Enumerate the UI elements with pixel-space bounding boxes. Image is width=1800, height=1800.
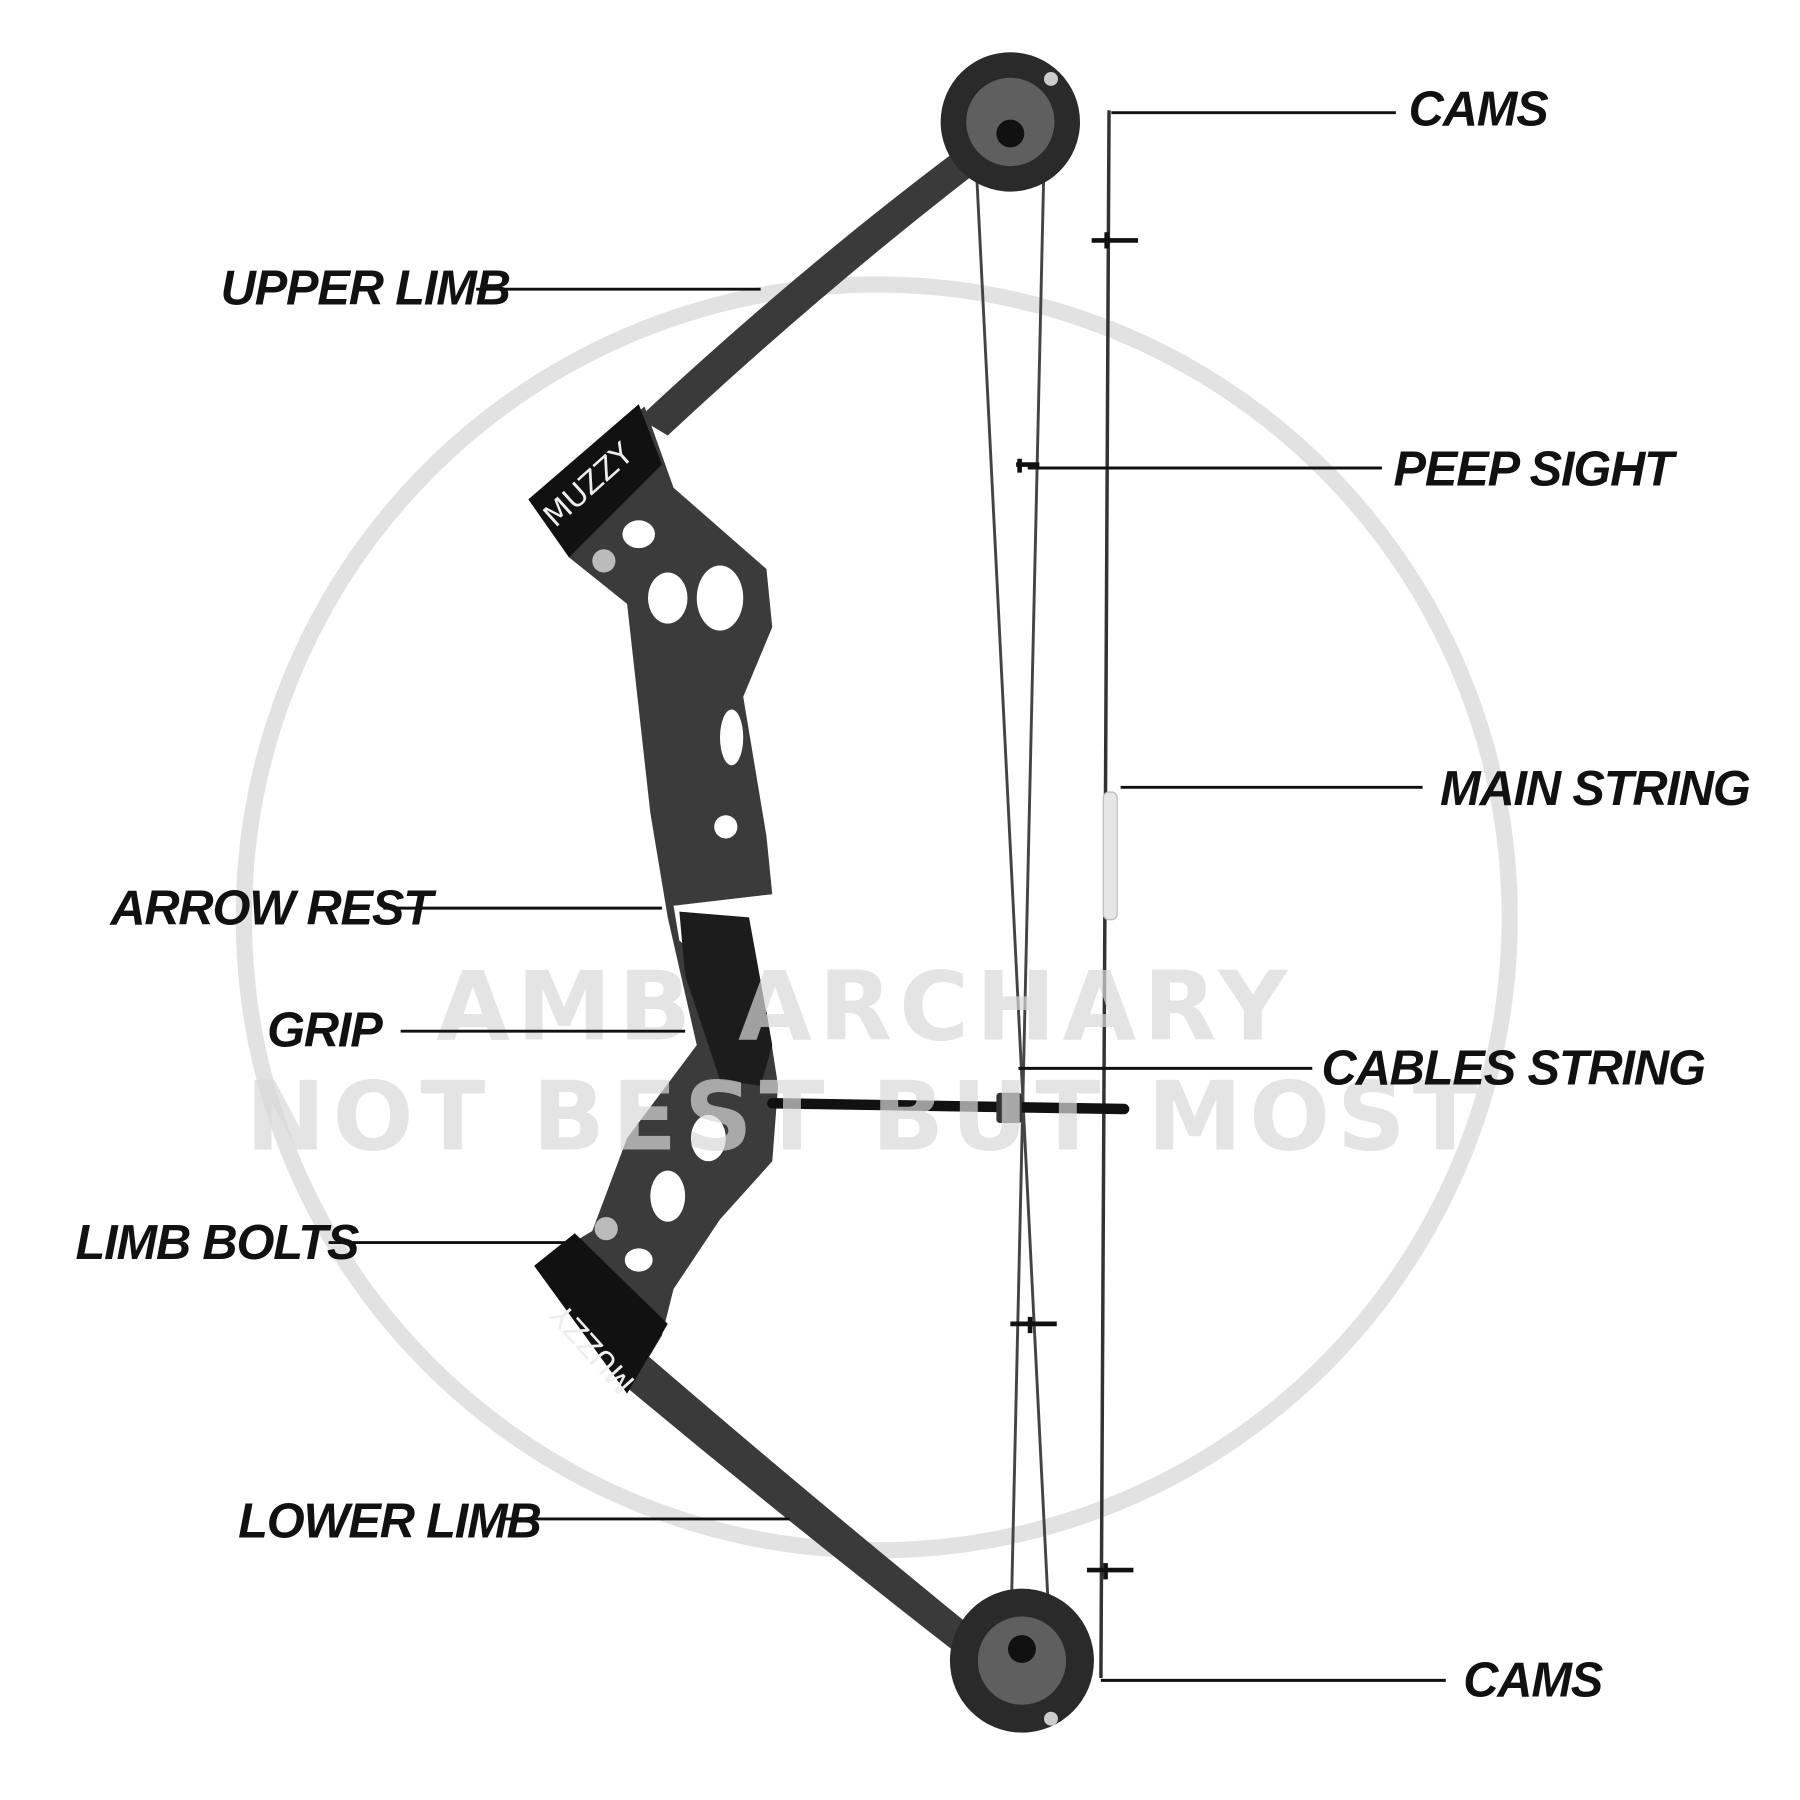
label-cams-bottom: CAMS — [1463, 1654, 1604, 1708]
string-silencer — [1102, 791, 1118, 921]
lower-limb — [627, 1352, 999, 1673]
peep-sight — [1016, 458, 1040, 473]
label-cams-top: CAMS — [1409, 82, 1550, 136]
string-stop-bottom — [1086, 1563, 1134, 1580]
string-stop-mid — [1010, 1316, 1057, 1334]
label-lower-limb: LOWER LIMB — [238, 1495, 541, 1549]
cam-top — [940, 52, 1080, 192]
upper-limb — [638, 127, 1005, 436]
label-grip: GRIP — [267, 1003, 383, 1057]
cable-string-1 — [1008, 110, 1047, 1655]
callout-cables-string: CABLES STRING — [1018, 1042, 1706, 1096]
label-arrow-rest: ARROW REST — [109, 881, 437, 935]
watermark-circle — [235, 276, 1518, 1559]
callout-main-string: MAIN STRING — [1120, 762, 1751, 816]
callout-grip: GRIP — [267, 1003, 686, 1057]
callout-cams-top: CAMS — [1111, 82, 1550, 136]
callout-lower-limb: LOWER LIMB — [238, 1495, 790, 1549]
callout-peep-sight: PEEP SIGHT — [1027, 442, 1679, 496]
watermark-line1: AMB ARCHARY — [436, 952, 1294, 1062]
watermark-line2: NOT BEST BUT MOST — [246, 1063, 1485, 1173]
label-main-string: MAIN STRING — [1440, 762, 1750, 816]
limb-bolt-bottom — [594, 1217, 618, 1241]
cable-slide — [996, 1092, 1022, 1123]
string-stop-top — [1091, 232, 1139, 249]
limb-bolt-top — [592, 549, 616, 573]
riser-cutouts — [622, 520, 744, 1272]
label-upper-limb: UPPER LIMB — [221, 261, 510, 315]
cable-guard-rod — [767, 1098, 1130, 1115]
cable-string-2 — [974, 150, 1053, 1661]
callout-limb-bolts: LIMB BOLTS — [75, 1216, 575, 1270]
watermark: AMB ARCHARY NOT BEST BUT MOST — [246, 952, 1485, 1173]
cam-bottom — [949, 1588, 1094, 1733]
grip — [679, 911, 773, 1086]
label-peep-sight: PEEP SIGHT — [1394, 442, 1679, 496]
callout-upper-limb: UPPER LIMB — [221, 261, 761, 315]
callout-cams-bottom: CAMS — [1100, 1654, 1605, 1708]
label-cables-string: CABLES STRING — [1322, 1042, 1705, 1096]
callout-arrow-rest: ARROW REST — [109, 881, 662, 935]
label-limb-bolts: LIMB BOLTS — [75, 1216, 359, 1270]
strings — [974, 110, 1139, 1679]
